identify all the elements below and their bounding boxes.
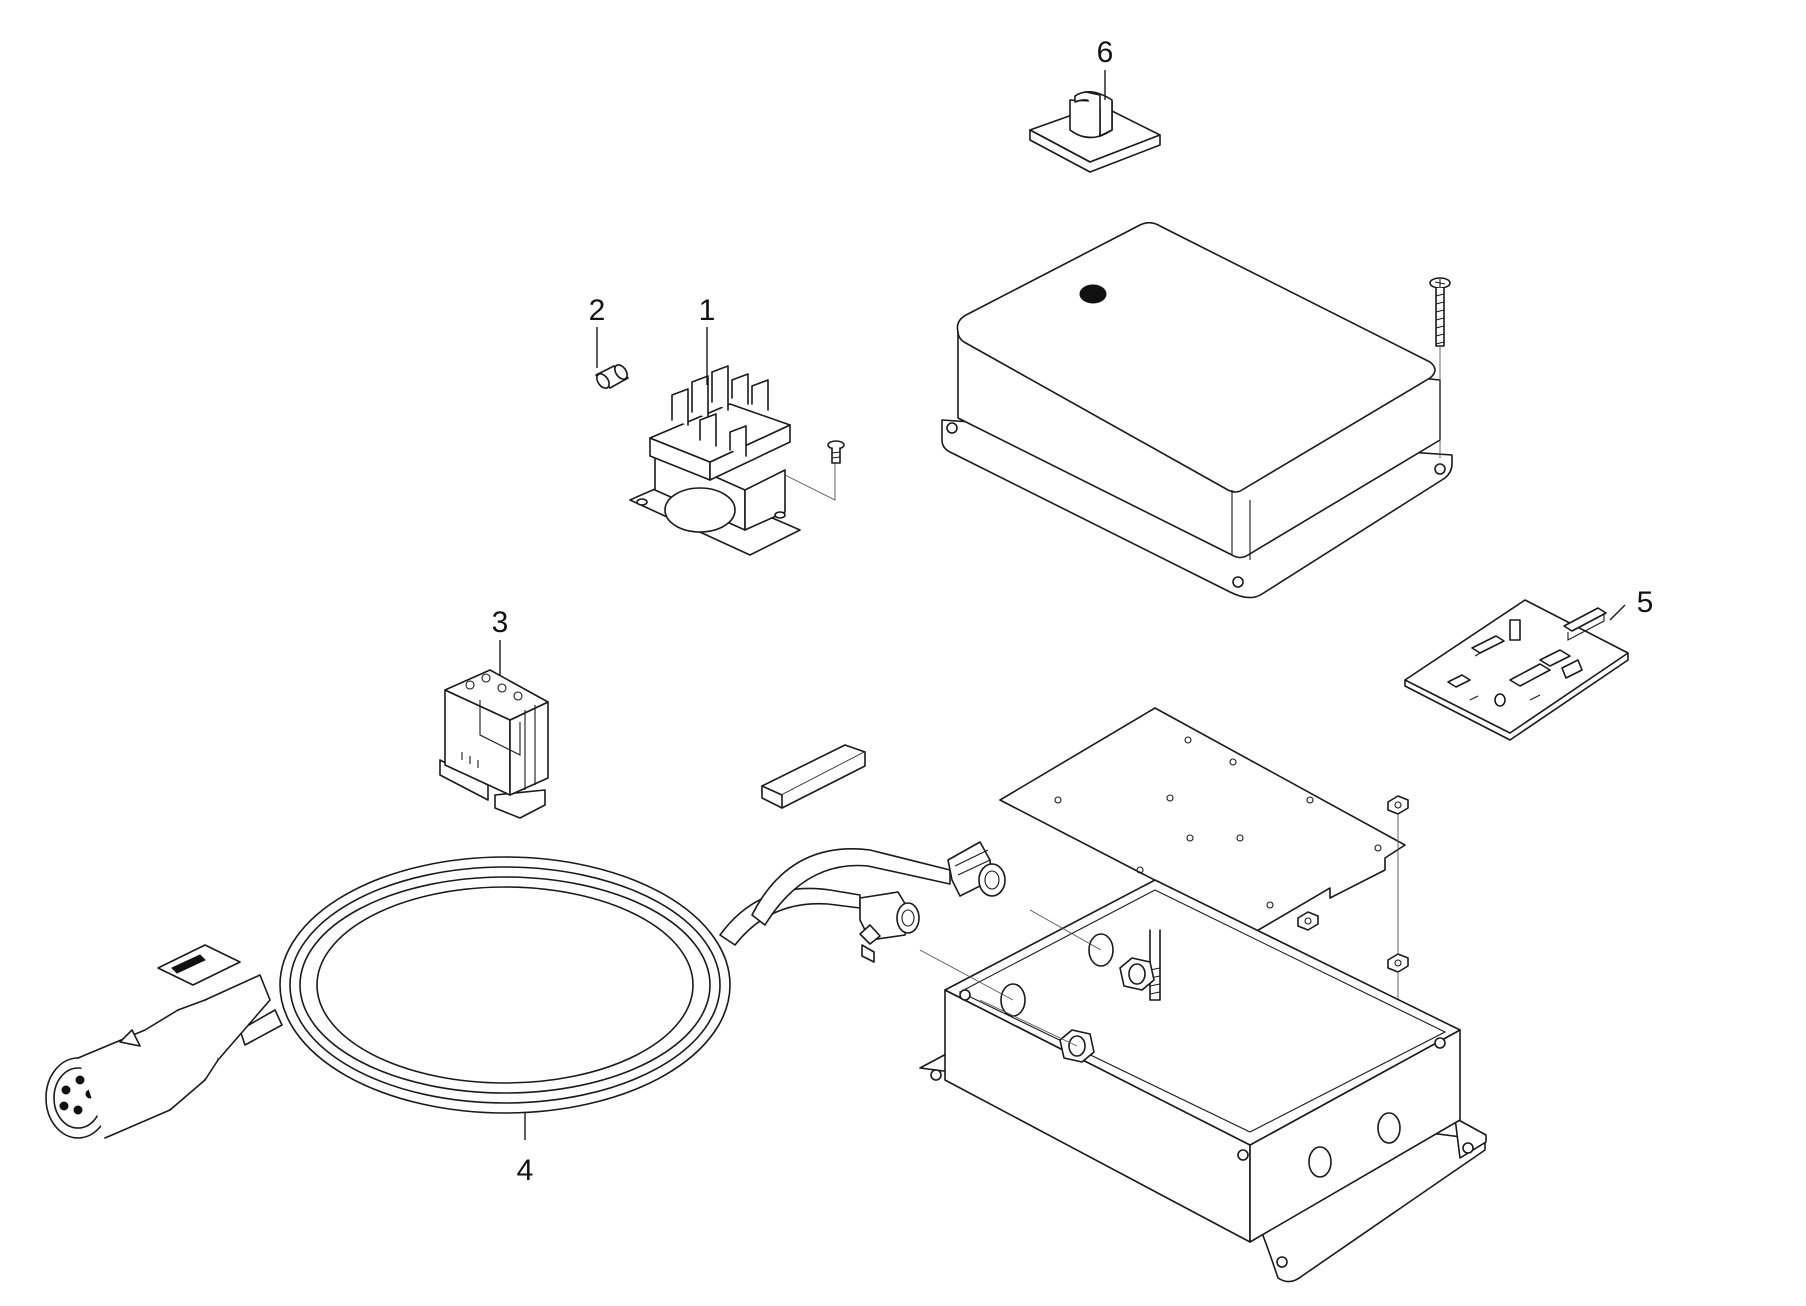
mounting-plate <box>999 707 1406 933</box>
callout-3: 3 <box>492 606 509 639</box>
leader-lines <box>499 70 1626 1140</box>
contactor <box>439 669 549 819</box>
callout-2: 2 <box>589 294 606 327</box>
fuse <box>595 364 629 389</box>
enclosure-box <box>919 879 1487 1283</box>
callout-1: 1 <box>699 294 716 327</box>
callout-5: 5 <box>1637 586 1654 619</box>
callout-4: 4 <box>517 1154 534 1187</box>
transformer <box>629 365 836 556</box>
circuit-board <box>1404 599 1629 741</box>
callout-6: 6 <box>1097 36 1114 69</box>
cable-glands <box>859 841 1006 963</box>
mounting-screw <box>827 440 845 464</box>
power-cable <box>239 848 951 1114</box>
din-rail <box>761 744 866 809</box>
enclosure-lid <box>941 221 1453 599</box>
rotary-knob <box>1029 91 1161 173</box>
cee-plug <box>45 944 271 1139</box>
lid-screw <box>1429 277 1451 458</box>
